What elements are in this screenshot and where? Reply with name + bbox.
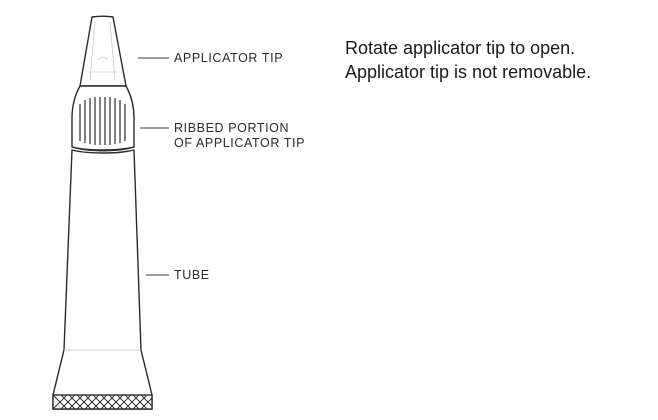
- callout-applicator-tip: APPLICATOR TIP: [174, 51, 283, 66]
- tube-body: [52, 149, 153, 410]
- tube-crimp-seal: [52, 394, 153, 410]
- callout-applicator-tip-label: APPLICATOR TIP: [174, 51, 284, 65]
- callout-ribbed-portion-line2: OF APPLICATOR TIP: [174, 136, 306, 150]
- ribbed-portion: [71, 85, 135, 152]
- callout-tube-label: TUBE: [174, 268, 210, 282]
- applicator-tip: [79, 15, 127, 99]
- callout-tube: TUBE: [174, 268, 210, 283]
- instructions: Rotate applicator tip to open. Applicato…: [345, 36, 591, 84]
- instruction-line-1: Rotate applicator tip to open.: [345, 38, 576, 58]
- instruction-line-2: Applicator tip is not removable.: [345, 62, 592, 82]
- callout-ribbed-portion-line1: RIBBED PORTION: [174, 121, 290, 135]
- callout-ribbed-portion: RIBBED PORTION OF APPLICATOR TIP: [174, 121, 305, 151]
- leader-lines: [138, 57, 169, 276]
